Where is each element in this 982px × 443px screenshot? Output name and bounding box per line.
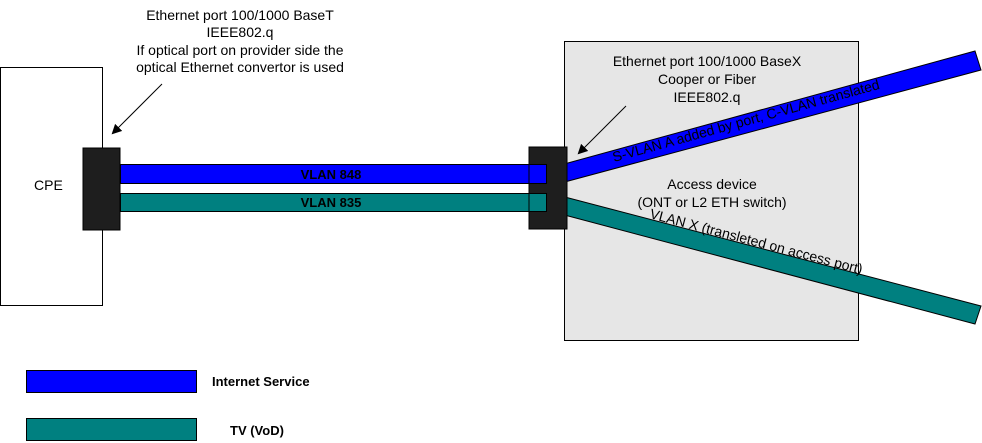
cpe-port-note-line3: If optical port on provider side the [136, 42, 343, 58]
legend-item-tv: TV (VoD) [26, 418, 284, 441]
cpe-port-arrow [111, 83, 163, 135]
access-ethernet-port [528, 146, 568, 230]
access-port-note: Ethernet port 100/1000 BaseX Cooper or F… [577, 53, 802, 155]
cpe-port-note-line4: optical Ethernet convertor is used [136, 59, 344, 75]
tv-link: VLAN 835 [120, 193, 547, 212]
tv-link-label: VLAN 835 [301, 195, 362, 210]
access-port-note-line2: Cooper or Fiber [658, 71, 756, 87]
internet-link-end [528, 164, 547, 184]
access-device-label-line2: (ONT or L2 ETH switch) [637, 194, 786, 210]
legend-label-tv: TV (VoD) [230, 423, 284, 438]
access-device-box [564, 41, 859, 341]
access-device-label-line1: Access device [667, 176, 757, 192]
internet-link-label: VLAN 848 [301, 167, 362, 182]
cpe-port-note-line2: IEEE802.q [207, 24, 274, 40]
access-port-note-line1: Ethernet port 100/1000 BaseX [613, 53, 802, 69]
internet-link: VLAN 848 [120, 164, 547, 184]
cpe-port-note: Ethernet port 100/1000 BaseT IEEE802.q I… [111, 7, 344, 135]
tv-link-end [528, 193, 547, 212]
cpe-port-note-line1: Ethernet port 100/1000 BaseT [146, 7, 334, 23]
cpe-label: CPE [34, 177, 63, 193]
legend-swatch-tv [26, 418, 197, 441]
legend-label-internet: Internet Service [212, 374, 310, 389]
legend-swatch-internet [26, 370, 197, 393]
access-port-arrow [577, 105, 627, 155]
legend: Internet Service TV (VoD) [26, 370, 310, 441]
access-port-note-line3: IEEE802.q [674, 89, 741, 105]
cpe-ethernet-port [82, 147, 121, 231]
legend-item-internet: Internet Service [26, 370, 310, 393]
